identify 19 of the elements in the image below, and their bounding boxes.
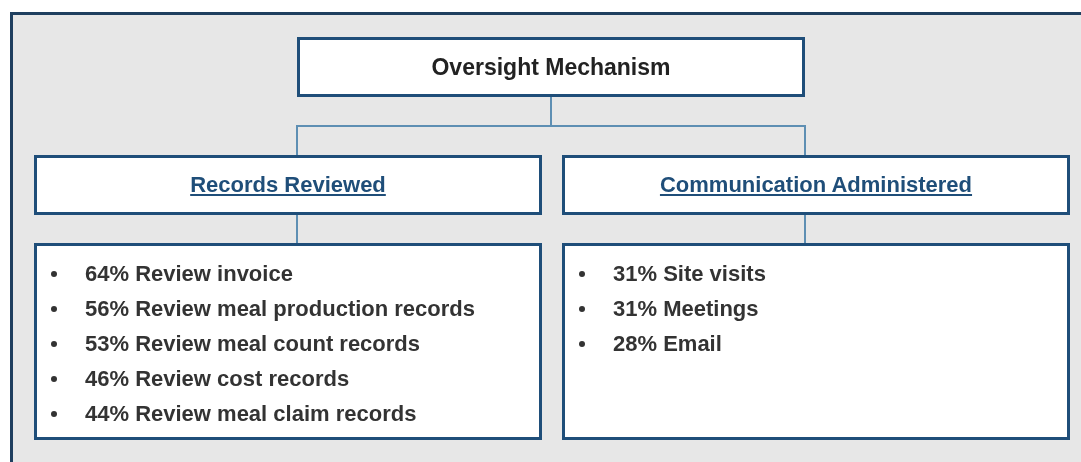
list-item-text: 31% Meetings bbox=[613, 295, 759, 322]
category-box bbox=[34, 155, 542, 215]
category-box bbox=[562, 155, 1070, 215]
list-item-text: 46% Review cost records bbox=[85, 365, 350, 392]
category-heading: Communication Administered bbox=[659, 172, 973, 198]
bullet-list-box bbox=[34, 243, 542, 440]
connector-line bbox=[296, 214, 298, 244]
list-item-text: 56% Review meal production records bbox=[85, 295, 476, 322]
list-item-text: 53% Review meal count records bbox=[85, 330, 421, 357]
category-heading: Records Reviewed bbox=[190, 172, 386, 198]
list-item-text: 44% Review meal claim records bbox=[85, 400, 417, 427]
heading-text: Oversight Mechanism bbox=[431, 53, 671, 81]
list-item-text: 31% Site visits bbox=[613, 260, 766, 287]
list-item-text: 28% Email bbox=[613, 330, 722, 357]
bullet-list-box bbox=[562, 243, 1070, 440]
title-box bbox=[297, 37, 805, 97]
list-item-text: 64% Review invoice bbox=[85, 260, 293, 287]
connector-line bbox=[550, 96, 806, 156]
connector-line bbox=[804, 214, 806, 244]
